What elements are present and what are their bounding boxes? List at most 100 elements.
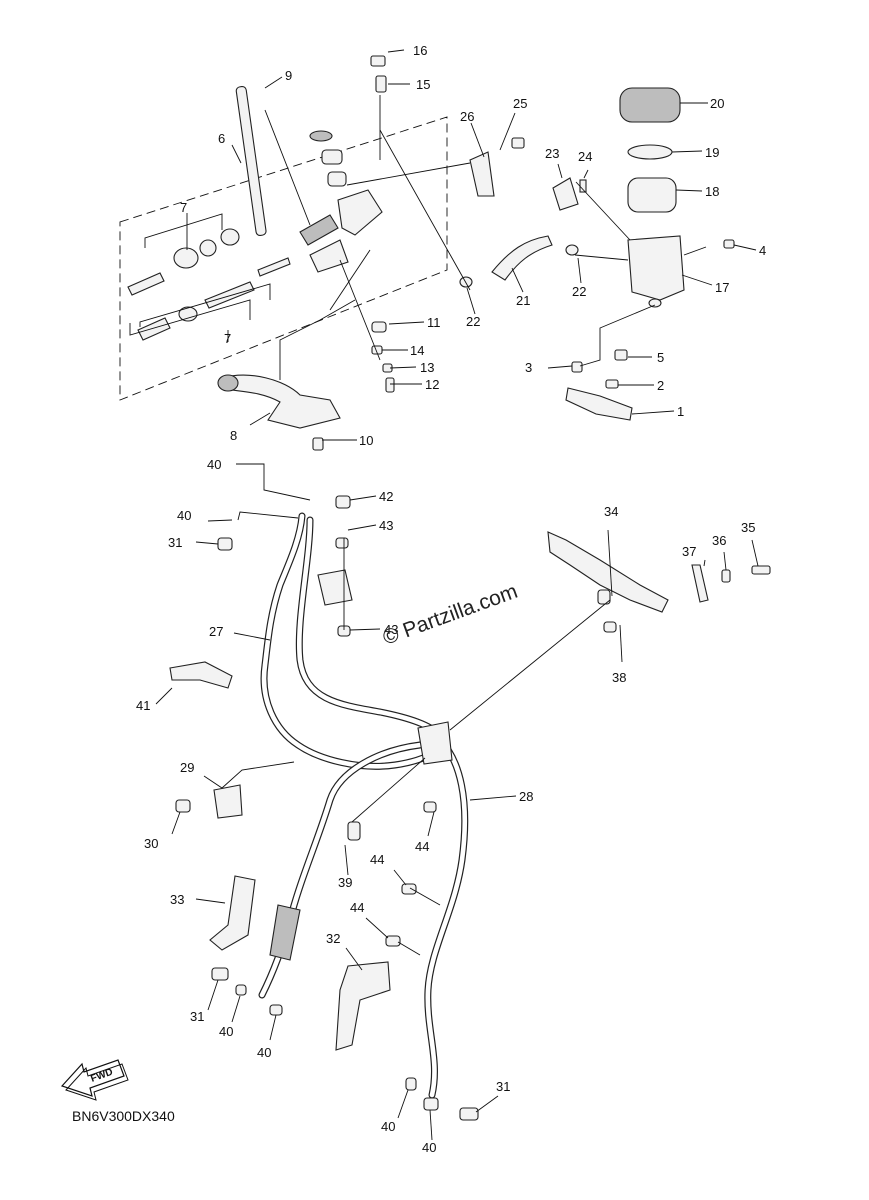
callout-40c: 40 <box>219 1024 233 1039</box>
brake-hose-stay-34 <box>547 531 669 613</box>
screw-25 <box>511 137 525 149</box>
piston-rod-2 <box>137 317 171 341</box>
callout-40a: 40 <box>207 457 221 472</box>
screw-24 <box>579 179 587 193</box>
brake-lever-8 <box>221 374 341 429</box>
washer-43-upper <box>335 537 349 549</box>
clip-44-lower <box>385 935 401 947</box>
washer-stack <box>327 171 347 187</box>
pivot-bolt-9 <box>235 85 267 236</box>
reservoir-cap-20 <box>619 87 681 123</box>
screw-2 <box>605 379 619 389</box>
screw-11 <box>371 321 387 333</box>
callout-7a: 7 <box>180 200 187 215</box>
bolt-31-left <box>211 967 229 981</box>
callout-24: 24 <box>578 149 592 164</box>
callout-19: 19 <box>705 145 719 160</box>
screw-12 <box>385 377 395 393</box>
callout-42: 42 <box>379 489 393 504</box>
callout-8: 8 <box>230 428 237 443</box>
callout-31a: 31 <box>168 535 182 550</box>
screw-4 <box>723 239 735 249</box>
hose-protector <box>269 904 301 961</box>
diaphragm-19 <box>627 144 673 160</box>
callout-22a: 22 <box>572 284 586 299</box>
reservoir-tank-17 <box>627 235 685 301</box>
callout-12: 12 <box>425 377 439 392</box>
callout-36: 36 <box>712 533 726 548</box>
callout-18: 18 <box>705 184 719 199</box>
callout-9: 9 <box>285 68 292 83</box>
callout-26: 26 <box>460 109 474 124</box>
callout-40f: 40 <box>422 1140 436 1155</box>
screw-35 <box>751 565 771 575</box>
bracket-26 <box>469 151 495 197</box>
seal-cup <box>309 130 333 142</box>
callout-20: 20 <box>710 96 724 111</box>
callout-31c: 31 <box>496 1079 510 1094</box>
callout-23: 23 <box>545 146 559 161</box>
callout-4: 4 <box>759 243 766 258</box>
reservoir-hose-21 <box>491 235 553 281</box>
callout-17: 17 <box>715 280 729 295</box>
holder-23 <box>552 177 579 211</box>
callout-22b: 22 <box>466 314 480 329</box>
callout-27: 27 <box>209 624 223 639</box>
callout-labels: 16 15 9 6 7 7 8 10 11 14 13 12 26 25 23 … <box>136 43 766 1155</box>
screw-30 <box>175 799 191 813</box>
washer-40-b <box>269 1004 283 1016</box>
piston-rod <box>127 272 165 296</box>
clip-44-mid <box>401 883 417 895</box>
callout-16: 16 <box>413 43 427 58</box>
bolt-15 <box>375 75 387 93</box>
push-rod <box>257 257 291 277</box>
hose-guide-33 <box>209 875 256 951</box>
reservoir-outlet <box>648 298 662 308</box>
washer-36 <box>721 569 731 583</box>
callout-5: 5 <box>657 350 664 365</box>
callout-3: 3 <box>525 360 532 375</box>
piston-seal <box>220 228 240 246</box>
piston-spring <box>199 239 217 257</box>
lever-tip <box>217 374 239 392</box>
callout-39: 39 <box>338 875 352 890</box>
callout-10: 10 <box>359 433 373 448</box>
callout-31b: 31 <box>190 1009 204 1024</box>
callout-33: 33 <box>170 892 184 907</box>
callout-6: 6 <box>218 131 225 146</box>
callout-29: 29 <box>180 760 194 775</box>
brake-hoses <box>258 512 469 1099</box>
screw-10 <box>312 437 324 451</box>
fwd-arrow-icon: FWD <box>60 1059 129 1101</box>
union-bolt <box>321 149 343 165</box>
callout-28: 28 <box>519 789 533 804</box>
diaphragm-holder-18 <box>627 177 677 213</box>
diagram-code: BN6V300DX340 <box>72 1108 175 1124</box>
callout-11: 11 <box>427 315 441 330</box>
callout-1: 1 <box>677 404 684 419</box>
callout-2: 2 <box>657 378 664 393</box>
boot <box>178 306 198 322</box>
hose-guide-32 <box>335 961 391 1051</box>
callout-40b: 40 <box>177 508 191 523</box>
callout-34: 34 <box>604 504 618 519</box>
callout-43b: 43 <box>384 622 398 637</box>
bolt-31-upper <box>217 537 233 551</box>
callout-44a: 44 <box>415 839 429 854</box>
holder-29 <box>213 784 243 819</box>
callout-7b: 7 <box>224 331 231 346</box>
bolt-38 <box>597 589 611 605</box>
clip-44-upper <box>423 801 437 813</box>
clip-22-upper <box>565 244 579 256</box>
callout-35: 35 <box>741 520 755 535</box>
master-cylinder-kit-outline <box>119 116 448 401</box>
bolt-42 <box>335 495 351 509</box>
washer-40-d <box>423 1097 439 1111</box>
callout-32: 32 <box>326 931 340 946</box>
callout-40e: 40 <box>381 1119 395 1134</box>
watermark-text: © Partzilla.com <box>380 580 521 650</box>
callout-37: 37 <box>682 544 696 559</box>
bolt-37 <box>691 564 709 603</box>
piston-cup <box>173 247 199 269</box>
callout-38: 38 <box>612 670 626 685</box>
